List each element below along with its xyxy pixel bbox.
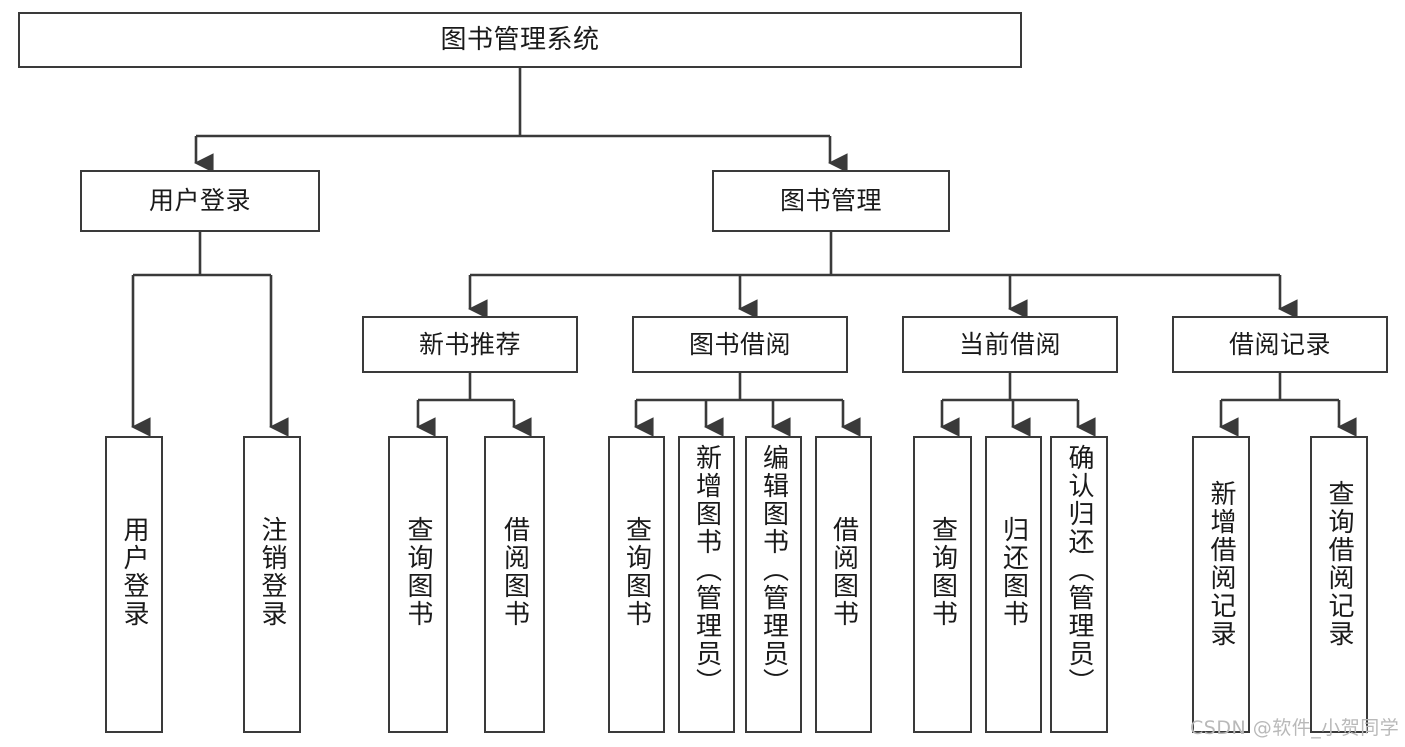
- node-user-login-label: 用户登录: [148, 186, 251, 216]
- node-leaf-add-book[interactable]: 新增图书（管理员）: [678, 436, 735, 733]
- node-current-borrow-label: 当前借阅: [958, 329, 1061, 359]
- node-root-label: 图书管理系统: [440, 24, 600, 55]
- node-leaf-user-login-label: 用户登录: [119, 516, 149, 628]
- node-leaf-borrow-book-1[interactable]: 借阅图书: [484, 436, 545, 733]
- node-user-login[interactable]: 用户登录: [80, 170, 320, 232]
- node-leaf-query-book-3[interactable]: 查询图书: [913, 436, 972, 733]
- node-book-borrow[interactable]: 图书借阅: [632, 316, 848, 373]
- node-leaf-return-book[interactable]: 归还图书: [985, 436, 1042, 733]
- node-leaf-query-book-3-label: 查询图书: [927, 516, 958, 628]
- node-borrow-record-label: 借阅记录: [1228, 329, 1331, 359]
- node-leaf-add-book-label: 新增图书（管理员）: [691, 444, 722, 696]
- node-root[interactable]: 图书管理系统: [18, 12, 1022, 68]
- node-leaf-query-record-label: 查询借阅记录: [1324, 480, 1354, 648]
- node-leaf-return-book-label: 归还图书: [998, 516, 1029, 628]
- node-leaf-borrow-book-2-label: 借阅图书: [828, 516, 859, 628]
- node-book-borrow-label: 图书借阅: [688, 329, 791, 359]
- node-leaf-user-logout-label: 注销登录: [257, 516, 287, 628]
- node-book-manage[interactable]: 图书管理: [712, 170, 950, 232]
- node-current-borrow[interactable]: 当前借阅: [902, 316, 1118, 373]
- node-leaf-query-book-2[interactable]: 查询图书: [608, 436, 665, 733]
- node-borrow-record[interactable]: 借阅记录: [1172, 316, 1388, 373]
- node-leaf-add-record[interactable]: 新增借阅记录: [1192, 436, 1250, 733]
- node-leaf-query-book-1[interactable]: 查询图书: [388, 436, 448, 733]
- node-new-book-recommend-label: 新书推荐: [418, 329, 521, 359]
- node-leaf-user-logout[interactable]: 注销登录: [243, 436, 301, 733]
- node-leaf-confirm-return[interactable]: 确认归还（管理员）: [1050, 436, 1108, 733]
- node-leaf-query-book-1-label: 查询图书: [403, 516, 433, 628]
- node-leaf-add-record-label: 新增借阅记录: [1206, 480, 1236, 648]
- node-leaf-user-login[interactable]: 用户登录: [105, 436, 163, 733]
- watermark: CSDN @软件_小贺同学: [1190, 717, 1400, 739]
- node-book-manage-label: 图书管理: [779, 186, 882, 216]
- node-leaf-borrow-book-1-label: 借阅图书: [499, 516, 530, 628]
- node-leaf-query-record[interactable]: 查询借阅记录: [1310, 436, 1368, 733]
- node-leaf-query-book-2-label: 查询图书: [621, 516, 652, 628]
- node-new-book-recommend[interactable]: 新书推荐: [362, 316, 578, 373]
- node-leaf-edit-book[interactable]: 编辑图书（管理员）: [745, 436, 802, 733]
- node-leaf-edit-book-label: 编辑图书（管理员）: [758, 444, 789, 696]
- node-leaf-borrow-book-2[interactable]: 借阅图书: [815, 436, 872, 733]
- node-leaf-confirm-return-label: 确认归还（管理员）: [1064, 444, 1094, 696]
